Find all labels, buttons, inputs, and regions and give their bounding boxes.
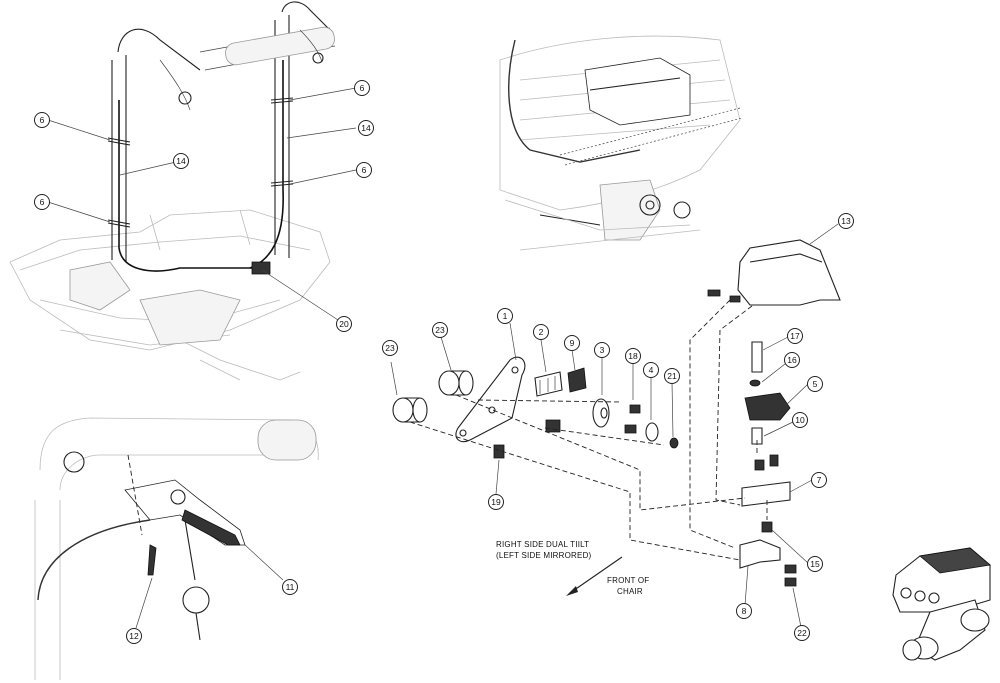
chair-label: CHAIR <box>617 587 643 596</box>
svg-text:4: 4 <box>649 365 654 375</box>
svg-text:6: 6 <box>40 197 45 207</box>
svg-text:10: 10 <box>795 415 805 425</box>
callout-6c: 6 <box>34 194 50 210</box>
svg-text:2: 2 <box>539 327 544 337</box>
callout-1: 1 <box>497 308 513 324</box>
callout-6a: 6 <box>34 112 50 128</box>
svg-text:5: 5 <box>813 379 818 389</box>
callout-14a: 14 <box>173 153 189 169</box>
svg-text:1: 1 <box>503 311 508 321</box>
svg-text:15: 15 <box>810 559 820 569</box>
svg-text:9: 9 <box>570 338 575 348</box>
callouts: 6 6 14 14 6 6 20 13 1 23 23 2 9 3 18 4 2… <box>34 80 854 644</box>
callout-19: 19 <box>488 494 504 510</box>
svg-text:23: 23 <box>435 325 445 335</box>
callout-2: 2 <box>533 324 549 340</box>
lever-detail-view <box>34 417 319 680</box>
callout-8: 8 <box>736 603 752 619</box>
callout-13: 13 <box>838 213 854 229</box>
svg-text:20: 20 <box>339 319 349 329</box>
svg-text:3: 3 <box>600 345 605 355</box>
svg-text:6: 6 <box>40 115 45 125</box>
callout-15: 15 <box>807 556 823 572</box>
svg-text:17: 17 <box>790 331 800 341</box>
exploded-parts <box>390 223 841 628</box>
callout-14b: 14 <box>358 120 374 136</box>
callout-5: 5 <box>807 376 823 392</box>
svg-text:13: 13 <box>841 216 851 226</box>
mechanism-detail-view <box>499 35 743 251</box>
assembled-iso-view <box>892 547 991 661</box>
svg-text:14: 14 <box>176 156 186 166</box>
callout-12: 12 <box>126 628 142 644</box>
chair-frame-view <box>9 1 357 381</box>
svg-text:11: 11 <box>286 582 295 592</box>
callout-9: 9 <box>564 335 580 351</box>
callout-10: 10 <box>792 412 808 428</box>
svg-text:8: 8 <box>742 606 747 616</box>
orientation-note-line2: (LEFT SIDE MIRRORED) <box>496 551 592 560</box>
callout-20: 20 <box>336 316 352 332</box>
svg-text:7: 7 <box>817 475 822 485</box>
svg-text:6: 6 <box>360 83 365 93</box>
callout-23a: 23 <box>432 322 448 338</box>
svg-text:19: 19 <box>491 497 501 507</box>
svg-text:21: 21 <box>667 371 677 381</box>
svg-text:6: 6 <box>362 165 367 175</box>
callout-17: 17 <box>787 328 803 344</box>
callout-18: 18 <box>625 348 641 364</box>
front-of-label: FRONT OF <box>607 576 649 585</box>
svg-text:23: 23 <box>385 343 395 353</box>
svg-text:14: 14 <box>361 123 371 133</box>
callout-6b: 6 <box>354 80 370 96</box>
svg-text:12: 12 <box>129 631 139 641</box>
callout-16: 16 <box>784 352 800 368</box>
callout-4: 4 <box>643 362 659 378</box>
callout-23b: 23 <box>382 340 398 356</box>
callout-21: 21 <box>664 368 680 384</box>
callout-3: 3 <box>594 342 610 358</box>
callout-22: 22 <box>794 625 810 641</box>
svg-text:18: 18 <box>628 351 638 361</box>
callout-7: 7 <box>811 472 827 488</box>
callout-6d: 6 <box>356 162 372 178</box>
callout-11: 11 <box>282 579 298 595</box>
svg-text:22: 22 <box>797 628 807 638</box>
svg-text:16: 16 <box>787 355 797 365</box>
orientation-note-line1: RIGHT SIDE DUAL TIILT <box>496 540 589 549</box>
